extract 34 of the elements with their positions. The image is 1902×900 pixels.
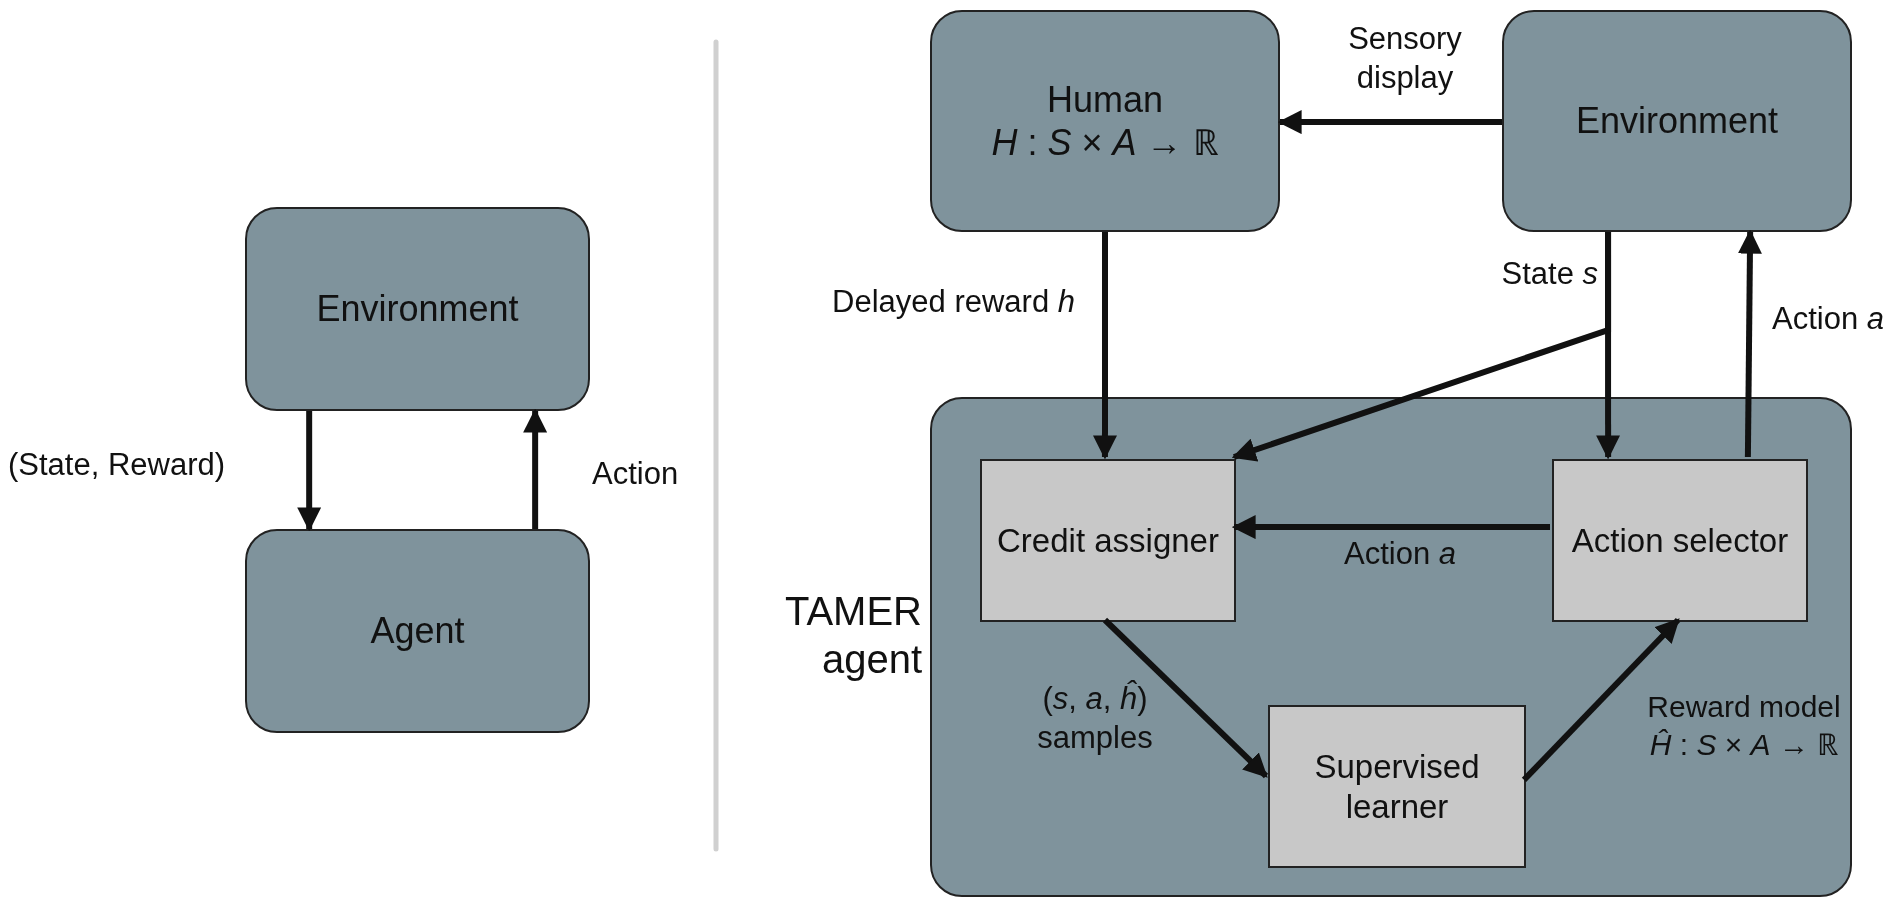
arrow bbox=[1231, 232, 1612, 462]
arrow bbox=[523, 408, 548, 529]
edge-label: (State, Reward) bbox=[8, 446, 227, 484]
node-title: Supervised learner bbox=[1313, 746, 1481, 827]
arrow bbox=[1102, 617, 1269, 779]
arrow bbox=[297, 411, 322, 532]
node-formula: H : S × A → ℝ bbox=[991, 121, 1219, 165]
group-title: TAMER agent bbox=[783, 588, 922, 683]
process-box bbox=[1552, 459, 1808, 622]
process-box bbox=[980, 459, 1236, 622]
arrow bbox=[1277, 110, 1502, 135]
arrow bbox=[1231, 515, 1550, 540]
rounded-box bbox=[1502, 10, 1852, 232]
edge-label: Delayed reward h bbox=[831, 283, 1075, 321]
process-box bbox=[1268, 705, 1526, 868]
node-title: Environment bbox=[316, 287, 519, 331]
node-title: Human bbox=[1046, 77, 1164, 121]
edge-label: (s, a, ĥ) samples bbox=[1036, 680, 1154, 757]
arrow bbox=[1737, 229, 1762, 458]
edge-label: Action a bbox=[1772, 300, 1886, 338]
edge-label: Action bbox=[592, 455, 680, 493]
edge-label: Action a bbox=[1343, 535, 1457, 573]
rounded-box bbox=[930, 10, 1280, 232]
edge-label: Sensory display bbox=[1347, 20, 1463, 97]
node-title: Action selector bbox=[1571, 520, 1789, 561]
arrow bbox=[1521, 617, 1681, 782]
arrow bbox=[1093, 232, 1117, 460]
node-title: Credit assigner bbox=[997, 520, 1219, 561]
edge-label: Reward model Ĥ : S × A → ℝ bbox=[1646, 689, 1842, 763]
node-title: Agent bbox=[370, 609, 465, 653]
node-title: Environment bbox=[1575, 99, 1779, 143]
rounded-box bbox=[245, 207, 590, 411]
rounded-box bbox=[245, 529, 590, 733]
edge-label: State s bbox=[1500, 255, 1598, 293]
